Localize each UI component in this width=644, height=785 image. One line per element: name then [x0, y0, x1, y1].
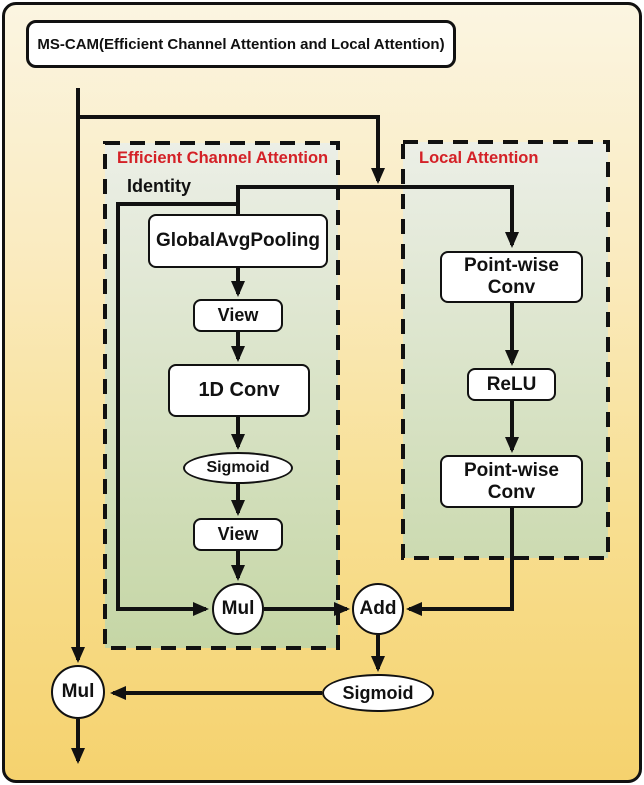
node-globalavgpooling: GlobalAvgPooling: [148, 214, 328, 268]
node-1d-conv: 1D Conv: [168, 364, 310, 417]
identity-label: Identity: [127, 176, 192, 196]
title-text: MS-CAM(Efficient Channel Attention and L…: [37, 35, 445, 53]
node-pointwise-conv-2: Point-wise Conv: [440, 455, 583, 508]
node-add: Add: [352, 583, 404, 635]
node-view-1: View: [193, 299, 283, 332]
la-group-label: Local Attention: [419, 149, 539, 167]
node-relu: ReLU: [467, 368, 556, 401]
wire-identity-to-mul1: [116, 202, 238, 616]
eca-group-label: Efficient Channel Attention: [117, 149, 329, 167]
node-mul-1: Mul: [212, 583, 264, 635]
node-mul-2: Mul: [51, 665, 105, 719]
node-view-2: View: [193, 518, 283, 551]
node-pointwise-conv-1: Point-wise Conv: [440, 251, 583, 303]
title-box: MS-CAM(Efficient Channel Attention and L…: [26, 20, 456, 68]
wire-input-branch-down: [78, 115, 385, 184]
wire-split-to-pwconv1: [236, 185, 519, 248]
node-sigmoid-2: Sigmoid: [322, 674, 434, 712]
node-sigmoid-1: Sigmoid: [183, 452, 293, 484]
wire-pwconv2-to-add: [406, 508, 514, 616]
